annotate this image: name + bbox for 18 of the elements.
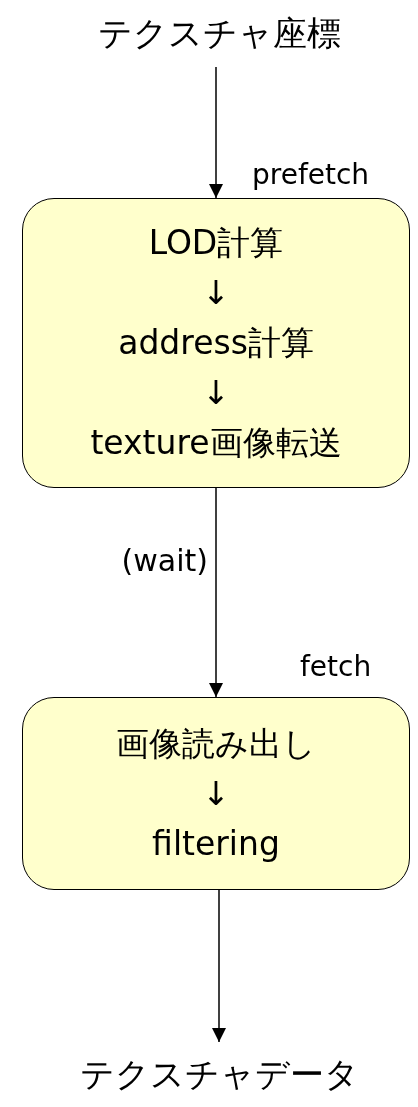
process-box (22, 697, 410, 890)
step-text: 画像読み出し (116, 722, 316, 765)
step-text: ↓ (202, 372, 230, 414)
process-box (22, 198, 410, 488)
step-text: address計算 (118, 322, 314, 364)
node-label: テクスチャデータ (40, 1046, 398, 1104)
arrow (209, 487, 223, 698)
edge-label: (wait) (121, 542, 208, 578)
stage-label: fetch (300, 650, 372, 683)
arrow (212, 889, 226, 1043)
node-label: テクスチャ座標 (60, 5, 378, 63)
step-text: filtering (152, 822, 280, 865)
arrow (209, 66, 223, 199)
step-text: LOD計算 (148, 222, 284, 264)
step-text: ↓ (202, 272, 230, 314)
step-text: texture画像転送 (90, 422, 342, 464)
stage-label: prefetch (252, 158, 370, 191)
step-text: ↓ (202, 772, 230, 815)
